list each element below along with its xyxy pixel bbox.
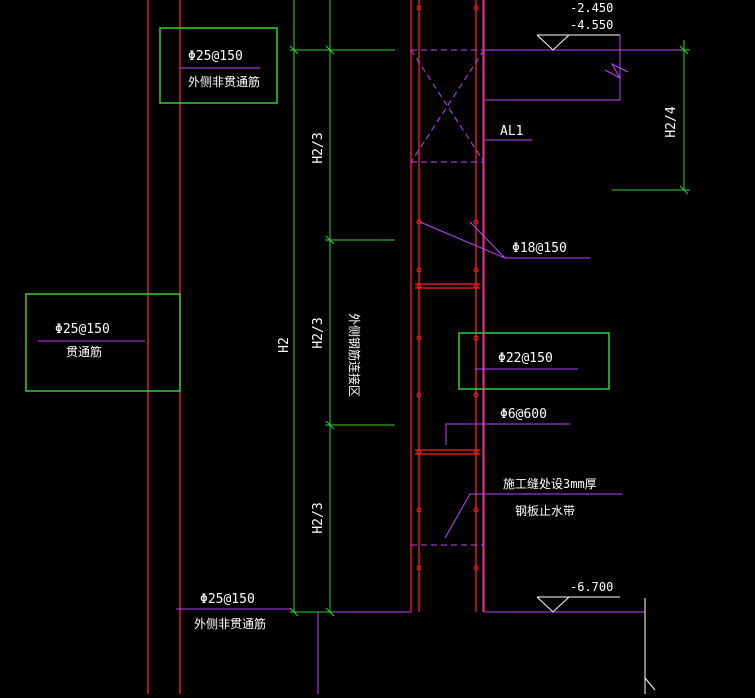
text-labels: Φ25@150 外侧非贯通筋 Φ25@150 贯通筋 Φ22@150 Φ18@1… bbox=[55, 1, 613, 631]
dim-h2-3-top-label: H2/3 bbox=[311, 132, 326, 163]
rebar-right-upper-label: Φ18@150 bbox=[512, 241, 567, 256]
dim-h2-label: H2 bbox=[277, 337, 292, 353]
dimension-labels: H2 H2/3 H2/3 H2/3 H2/4 外侧钢筋连接区 bbox=[277, 106, 679, 533]
section-break-line bbox=[644, 598, 656, 694]
elevation-label-3: -6.700 bbox=[570, 580, 613, 594]
rebar-bottom-label: Φ25@150 bbox=[200, 592, 255, 607]
rebar-mid-left-label: Φ25@150 bbox=[55, 322, 110, 337]
rebar-bottom-note: 外侧非贯通筋 bbox=[194, 616, 266, 631]
elevation-label-1: -2.450 bbox=[570, 1, 613, 15]
dim-h2-3-bot-label: H2/3 bbox=[311, 502, 326, 533]
tie-label: Φ6@600 bbox=[500, 407, 547, 422]
concrete-outlines bbox=[147, 0, 485, 694]
beam-al1-outline bbox=[410, 49, 485, 546]
elevation-markers bbox=[536, 34, 620, 613]
elevation-label-2: -4.550 bbox=[570, 18, 613, 32]
dim-h2-3-mid-label: H2/3 bbox=[311, 317, 326, 348]
magenta-lines bbox=[290, 0, 690, 694]
dim-h2-4-label: H2/4 bbox=[664, 106, 679, 137]
box-rebar-right bbox=[458, 332, 610, 390]
beam-tag-label: AL1 bbox=[500, 124, 523, 139]
box-rebar-mid-left bbox=[25, 293, 181, 392]
rebar-top-note: 外侧非贯通筋 bbox=[188, 74, 260, 89]
box-rebar-top bbox=[159, 27, 278, 104]
rebar-top-label: Φ25@150 bbox=[188, 49, 243, 64]
rebar-right-label: Φ22@150 bbox=[498, 351, 553, 366]
dimension-lines bbox=[289, 0, 690, 617]
joint-note-2: 钢板止水带 bbox=[515, 504, 575, 518]
leader-lines bbox=[38, 67, 622, 610]
rebar-mid-left-note: 贯通筋 bbox=[66, 344, 102, 359]
label-boxes bbox=[25, 27, 610, 392]
joint-note-1: 施工缝处设3mm厚 bbox=[503, 476, 597, 491]
rebar-dots bbox=[416, 5, 479, 571]
lap-zone-label: 外侧钢筋连接区 bbox=[347, 313, 362, 397]
